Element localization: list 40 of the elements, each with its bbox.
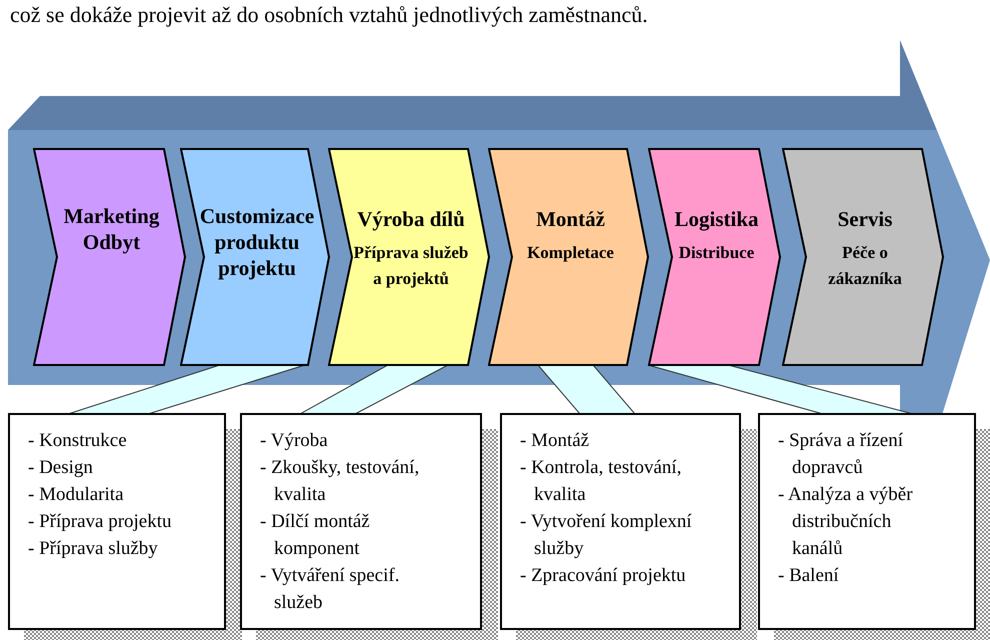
step-subtitle: Distribuce: [678, 242, 754, 264]
chevron-step: [782, 148, 944, 366]
step-title: Logistika: [674, 206, 759, 232]
callout-box: [240, 413, 482, 630]
callout-wedge: [298, 364, 448, 414]
chevron-step: [33, 148, 186, 366]
list-item: - Zpracování projektu: [520, 564, 687, 588]
list-item: - Příprava služby: [28, 537, 159, 561]
list-item: - Vytváření specif. služeb: [260, 564, 400, 615]
step-title: Customizace produktu projektu: [198, 203, 316, 281]
chevron-step: [328, 148, 490, 366]
step-title: Servis: [838, 206, 892, 232]
list-item: - Správa a řízení dopravců: [778, 429, 904, 480]
list-item: - Design: [28, 456, 94, 480]
step-title: Montáž: [536, 206, 605, 232]
list-item: - Kontrola, testování, kvalita: [520, 456, 682, 507]
chevron-step: [488, 148, 649, 366]
list-item: - Příprava projektu: [28, 510, 173, 534]
chevron-step: [648, 148, 781, 366]
list-item: - Vytvoření komplexní služby: [520, 510, 693, 561]
step-subtitle: Příprava služeb a projektů: [352, 242, 470, 290]
list-item: - Modularita: [28, 483, 125, 507]
step-subtitle: Péče o zákazníka: [827, 242, 903, 290]
list-item: - Dílčí montáž komponent: [260, 510, 371, 561]
step-title: Marketing Odbyt: [62, 203, 160, 255]
callout-wedge: [536, 364, 636, 414]
list-item: - Balení: [778, 564, 840, 588]
body-text: což se dokáže projevit až do osobních vztahů jednotlivých zaměstnanců.: [10, 2, 648, 28]
list-item: - Výroba: [260, 429, 329, 453]
list-item: - Konstrukce: [28, 429, 128, 453]
step-subtitle: Kompletace: [527, 242, 614, 264]
callout-box: [8, 413, 226, 630]
list-item: - Analýza a výběr distribučních kanálů: [778, 483, 914, 561]
list-item: - Zkoušky, testování, kvalita: [260, 456, 420, 507]
callout-wedge: [68, 364, 306, 414]
callout-box: [758, 413, 976, 630]
step-title: Výroba dílů: [357, 206, 465, 232]
callout-box: [500, 413, 741, 630]
list-item: - Montáž: [520, 429, 590, 453]
chevron-step: [180, 148, 330, 366]
